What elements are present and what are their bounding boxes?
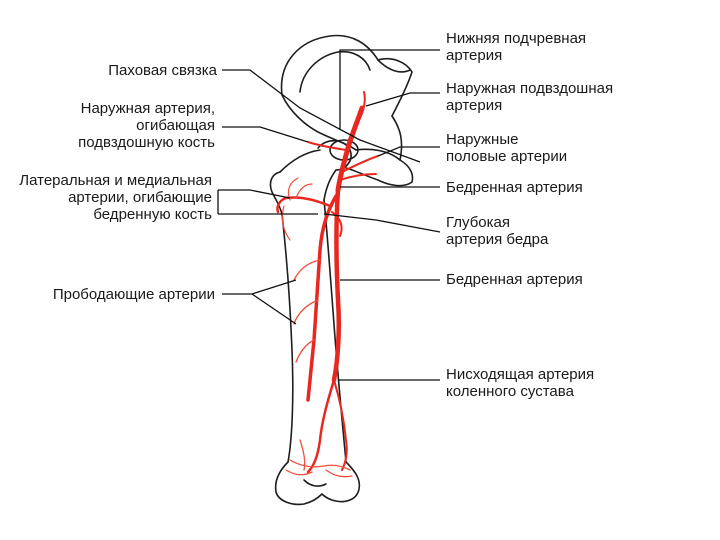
deep-femoral-artery — [306, 194, 338, 402]
label-descending-genicular: Нисходящая артерия коленного сустава — [446, 366, 595, 400]
label-circumflex-femoral: Латеральная и медиальная артерии, огибаю… — [19, 172, 212, 223]
pelvis-pubis — [345, 148, 414, 187]
external-pudendal-arteries — [339, 155, 379, 181]
external-iliac-artery — [335, 105, 365, 193]
label-inguinal-ligament: Паховая связка — [108, 62, 217, 79]
leader-deep-femoral — [323, 213, 441, 233]
medial-circumflex-femoral — [331, 211, 343, 237]
leader-external-pudendal — [377, 146, 440, 157]
popliteal-continuation — [306, 378, 336, 474]
leader-lines — [217, 49, 441, 381]
perforating-artery-2 — [293, 299, 319, 325]
leader-circumflex-femoral — [217, 189, 318, 215]
label-perforating: Прободающие артерии — [52, 286, 215, 303]
label-inferior-epigastric: Нижняя подчревная артерия — [446, 30, 587, 64]
pelvis-inner — [299, 50, 371, 93]
perforating-artery-3 — [295, 339, 315, 363]
leader-circumflex-iliac — [222, 126, 309, 143]
genicular-anastomosis — [285, 439, 353, 478]
leader-inguinal-ligament — [222, 69, 421, 163]
leader-inferior-epigastric — [339, 49, 440, 130]
label-femoral-upper: Бедренная артерия — [446, 179, 583, 196]
femur-condyles — [274, 461, 361, 506]
leader-perforating — [222, 279, 297, 325]
lateral-circumflex-femoral — [276, 196, 332, 214]
descending-genicular-artery — [333, 379, 348, 471]
circumflex-branches — [281, 177, 313, 241]
label-femoral-lower: Бедренная артерия — [446, 271, 583, 288]
circumflex-iliac-artery — [307, 141, 347, 151]
bone-outline — [269, 34, 414, 506]
pelvis-crest — [377, 57, 413, 117]
inferior-epigastric-artery — [359, 91, 366, 119]
label-deep-femoral: Глубокая артерия бедра — [446, 214, 549, 248]
femur-neck — [279, 149, 337, 201]
femur-shaft-left — [281, 213, 294, 463]
label-external-pudendal: Наружные половые артерии — [446, 131, 568, 165]
greater-trochanter — [269, 171, 283, 215]
label-external-iliac: Наружная подвздошная артерия — [446, 80, 614, 114]
label-circumflex-iliac: Наружная артерия, огибающая подвздошную … — [78, 100, 215, 151]
perforating-artery-1 — [293, 259, 321, 281]
intercondylar — [303, 479, 327, 487]
leader-external-iliac — [365, 92, 440, 107]
